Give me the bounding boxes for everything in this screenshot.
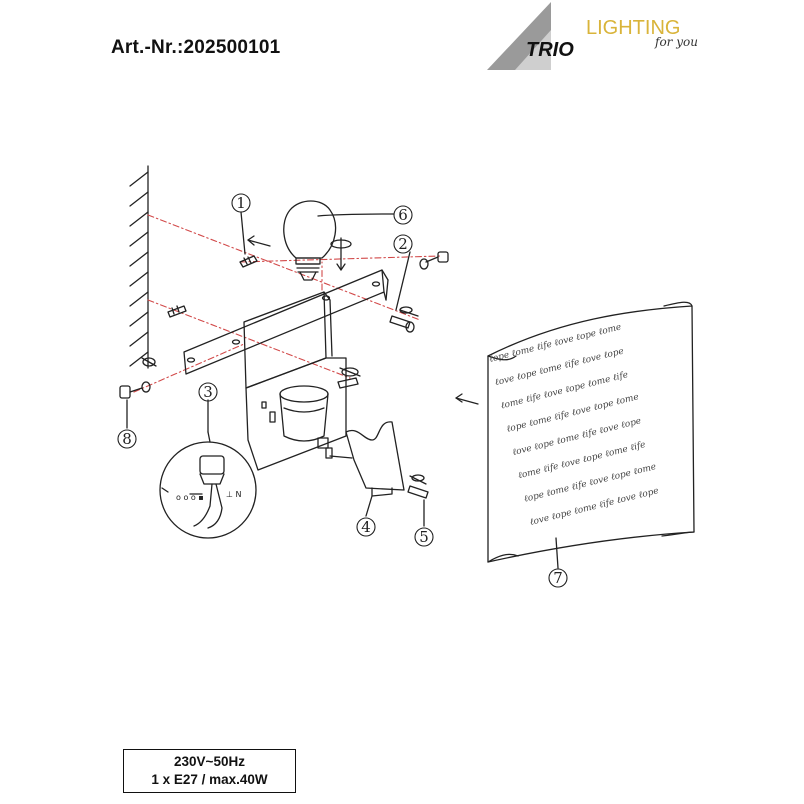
part-label-4: 4: [361, 518, 371, 536]
callout-circle-5: [414, 527, 434, 547]
callout-circle-1: [231, 193, 251, 213]
light-bulb: [283, 200, 337, 281]
leader-lines: [126, 211, 559, 569]
callout-circle-2: [393, 234, 413, 254]
screw-part-8: [119, 357, 157, 399]
screw-part-2: [419, 251, 449, 270]
clip-part-4: [325, 421, 405, 497]
screw-left-bracket: [167, 305, 187, 318]
wall-hatching: [129, 165, 149, 369]
spec-voltage: 230V~50Hz: [174, 754, 245, 769]
spec-box: 230V~50Hz 1 x E27 / max.40W: [123, 749, 296, 793]
shade-pattern: ℓope ℓome ℓife ℓove ℓope ℓome ℓove ℓope …: [488, 322, 659, 528]
wiring-detail: [159, 431, 257, 539]
part-label-1: 1: [236, 194, 246, 212]
mounting-bracket: [183, 269, 389, 471]
logo-product-line-text: LIGHTING: [586, 17, 680, 39]
part-label-6: 6: [398, 206, 408, 224]
spec-bulb: 1 x E27 / max.40W: [151, 772, 268, 787]
part-label-2: 2: [398, 235, 408, 253]
part-label-5: 5: [419, 528, 429, 546]
bulb-insert-arrow: [330, 237, 352, 271]
callout-circle-4: [356, 517, 376, 537]
wiring-detail-mark: o o o ▪: [176, 493, 204, 502]
callout-circle-8: [117, 429, 137, 449]
trio-lighting-logo: TRIO LIGHTING for you: [487, 2, 698, 70]
callout-circle-7: [548, 568, 568, 588]
screw-part-5: [407, 474, 429, 499]
screw-part-2b: [389, 306, 419, 333]
part-label-3: 3: [203, 383, 213, 401]
lamp-socket: [279, 385, 329, 449]
part-label-8: 8: [122, 430, 132, 448]
screw-part-1: [239, 255, 258, 268]
logo-brand-text: TRIO: [526, 39, 574, 61]
logo-triangle-highlight: [515, 30, 551, 70]
wiring-detail-mark-2: ⊥ N: [226, 490, 242, 499]
callout-circle-6: [393, 205, 413, 225]
article-number: Art.-Nr.:202500101: [111, 37, 281, 58]
shade-part-7: [487, 301, 695, 563]
part-label-7: 7: [553, 569, 563, 587]
part-callouts: [117, 193, 568, 588]
logo-tagline-text: for you: [654, 35, 698, 49]
screw-socket: [337, 367, 361, 389]
callout-circle-3: [198, 382, 218, 402]
